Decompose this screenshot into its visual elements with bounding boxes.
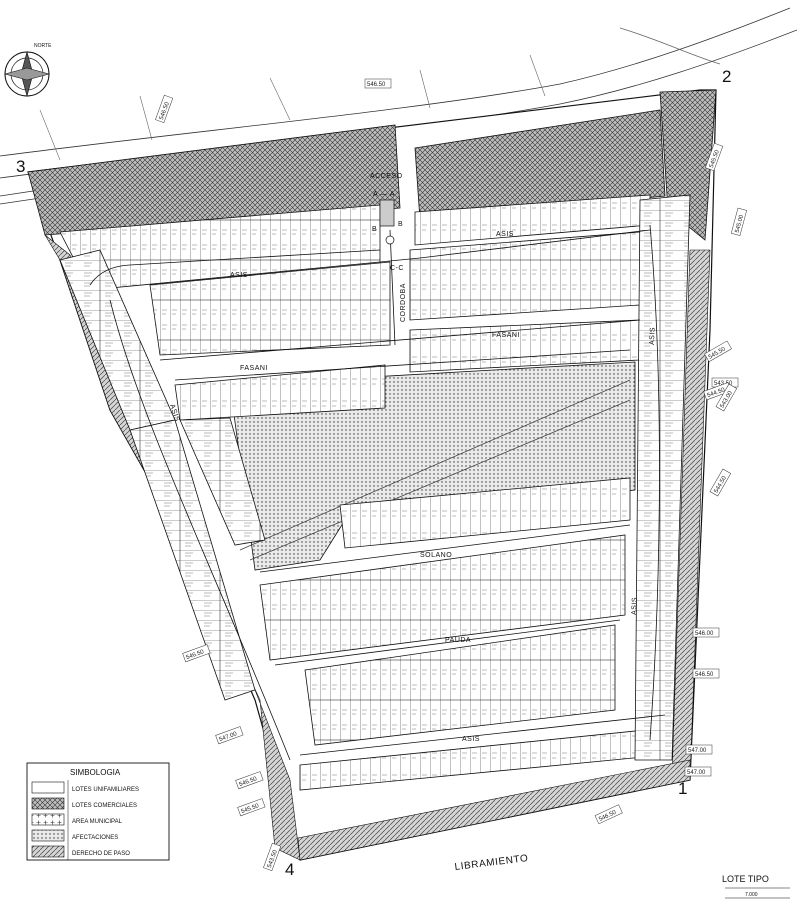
elevation-value: 546.50 — [695, 672, 714, 678]
legend-swatch-afectaciones — [31, 829, 65, 842]
elevation-value: 547.00 — [687, 770, 706, 776]
elevation-tag: 547.00 — [215, 726, 244, 745]
legend-item-afectaciones: AFECTACIONES — [72, 835, 118, 841]
legend-item-municipal: AREA MUNICIPAL — [72, 819, 123, 825]
elevation-tag: 546.50 — [182, 644, 211, 663]
lote-tipo: LOTE TIPO 7.000 — [722, 874, 790, 899]
section-aa: A — A — [373, 191, 395, 198]
legend-item-comerciales: LOTES COMERCIALES — [72, 803, 137, 809]
legend-swatch-unifamiliares — [31, 781, 65, 794]
elevation-tag: 546.50 — [692, 668, 720, 679]
elevation-tag: 546.50 — [235, 771, 264, 790]
legend-title: SIMBOLOGIA — [70, 768, 121, 777]
street-acceso: ACCESO — [370, 173, 403, 180]
elevation-tag: 545.00 — [730, 207, 747, 236]
elevation-tag: 543.50 — [263, 842, 282, 872]
elevation-value: 547.00 — [688, 748, 707, 754]
street-asis-vertical: ASIS — [631, 597, 639, 615]
section-b-left: B — [372, 226, 377, 233]
street-fasani-2: FASANI — [240, 365, 268, 372]
internal-streets — [89, 224, 666, 761]
section-cc: C-C — [390, 265, 404, 272]
access-gate — [379, 199, 395, 245]
street-asis-bottom: ASIS — [462, 736, 480, 743]
elevation-value: 546.50 — [367, 82, 386, 88]
street-asis-top: ASIS — [496, 231, 514, 238]
legend-swatch-comerciales — [31, 797, 65, 810]
street-asis-right: ASIS — [649, 327, 657, 345]
corner-2: 2 — [722, 67, 731, 86]
elevation-tag: 546.00 — [692, 627, 720, 638]
elevation-tag: 545.50 — [237, 798, 266, 817]
elevation-tag: 547.00 — [684, 766, 712, 777]
road-libramiento: LIBRAMIENTO — [454, 853, 529, 873]
lote-tipo-label: LOTE TIPO — [722, 874, 769, 884]
elevation-value: 545.00 — [735, 214, 746, 234]
street-pauda: PAUDA — [445, 637, 471, 644]
legend-swatch-derecho — [31, 845, 65, 858]
elevation-tag: 544.50 — [709, 468, 732, 497]
street-fasani-1: FASANI — [492, 332, 520, 339]
legend-item-unifamiliares: LOTES UNIFAMILIARES — [72, 787, 139, 793]
legend-swatch-municipal — [31, 813, 65, 826]
legend: SIMBOLOGIA LOTES UNIFAMILIARES LOTES COM… — [26, 762, 170, 861]
legend-item-derecho: DERECHO DE PASO — [72, 851, 130, 857]
elevation-tag: 546.50 — [364, 78, 392, 89]
street-asis-left: ASIS — [230, 272, 248, 279]
section-b-right: B — [398, 221, 403, 228]
corner-4: 4 — [285, 860, 294, 879]
corner-1: 1 — [678, 779, 687, 798]
corner-3: 3 — [16, 157, 25, 176]
street-cordoba: CORDOBA — [400, 283, 407, 322]
north-arrow-icon: NORTE — [3, 43, 52, 98]
elevation-value: 546.00 — [695, 631, 714, 637]
north-label: NORTE — [34, 43, 52, 49]
lot-blocks — [59, 194, 691, 791]
street-solano: SOLANO — [420, 552, 452, 559]
elevation-tag: 547.00 — [685, 744, 713, 755]
elevation-tag: 546.50 — [594, 804, 623, 825]
lote-tipo-dimension: 7.000 — [745, 892, 758, 898]
elevation-tag: 546.50 — [155, 94, 174, 124]
